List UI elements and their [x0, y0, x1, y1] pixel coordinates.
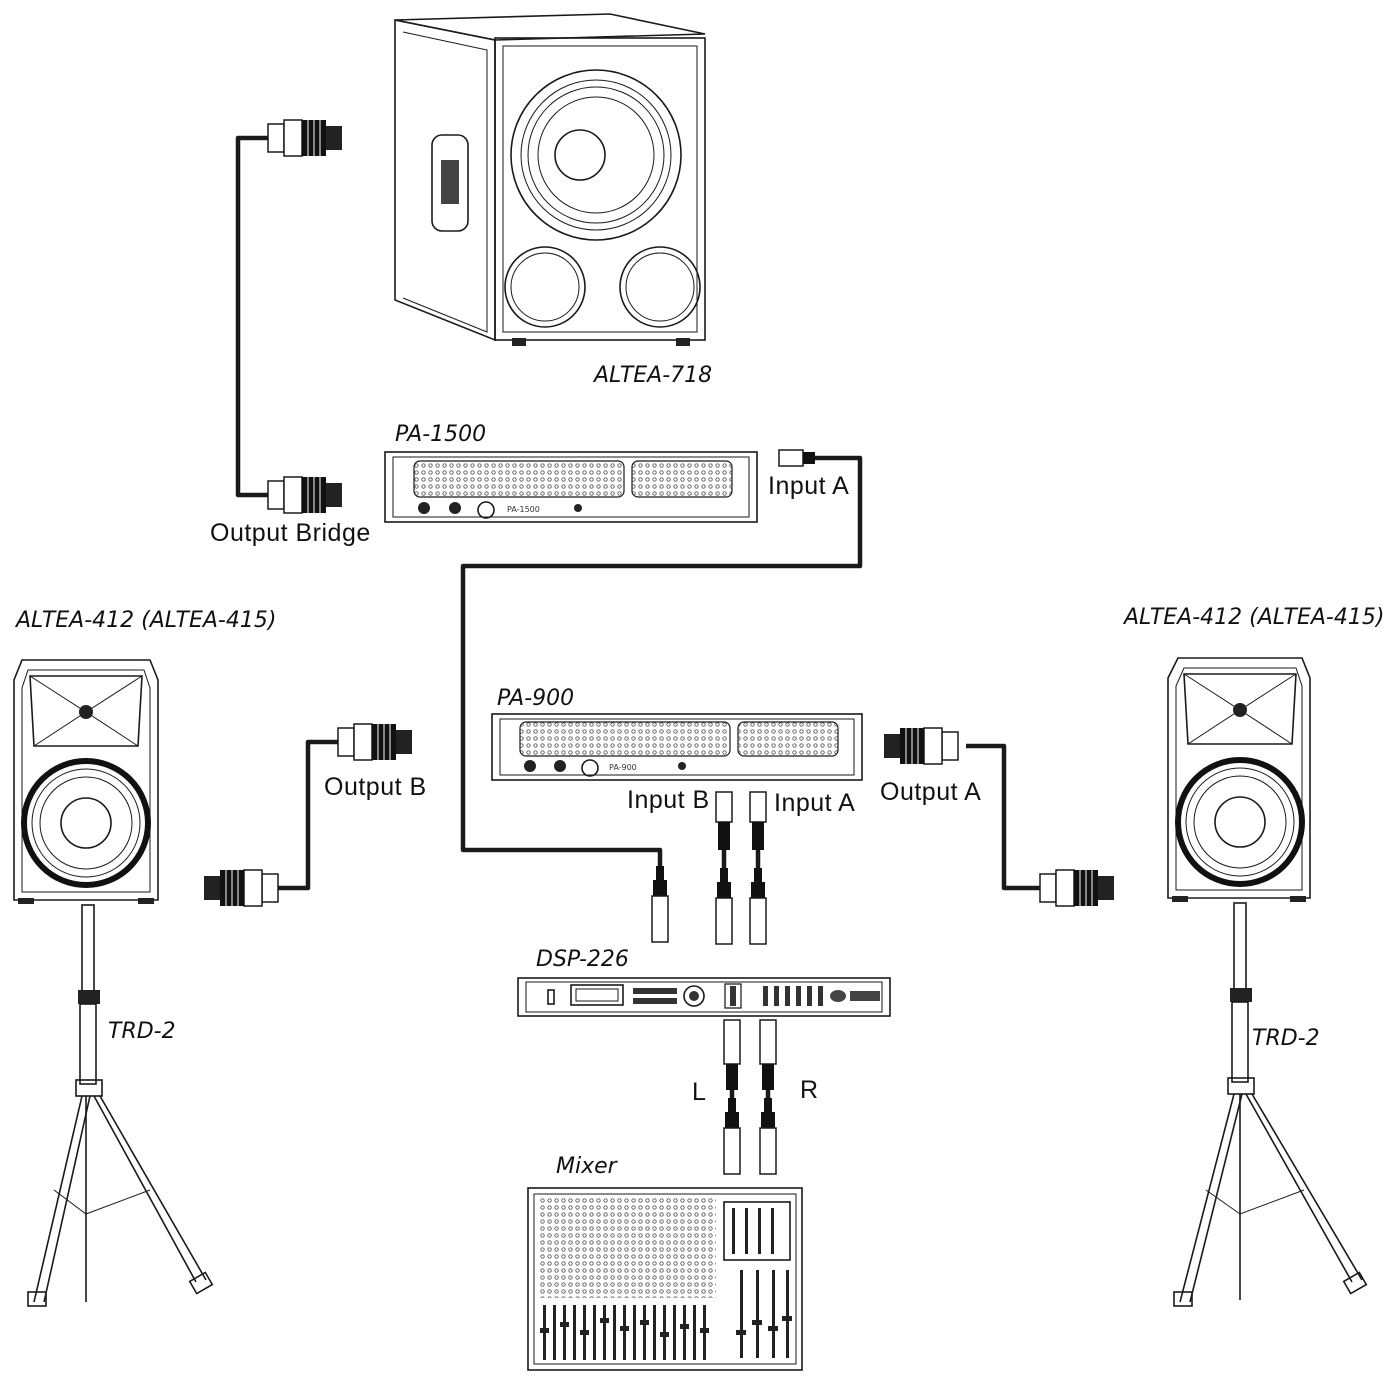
port-output-b: Output B [324, 773, 427, 801]
port-amp-top-input-a: Input A [768, 472, 849, 500]
stand-left [27, 904, 214, 1307]
amp-mid-front-label: PA-900 [609, 763, 637, 772]
mixer-label: Mixer [556, 1154, 619, 1179]
stand-right-label: TRD-2 [1252, 1026, 1320, 1051]
cable-dsp-to-amp-mid [715, 791, 767, 945]
speaker-left-label: ALTEA-412 (ALTEA-415) [14, 608, 276, 633]
amp-top-front-label: PA-1500 [507, 505, 540, 514]
amplifier-pa-900: PA-900 [491, 713, 863, 781]
amp-top-label: PA-1500 [395, 422, 486, 447]
cable-dsp-to-amp-top [460, 449, 863, 943]
speaker-right-label: ALTEA-412 (ALTEA-415) [1122, 605, 1384, 630]
amp-mid-label: PA-900 [497, 686, 574, 711]
speaker-right [1167, 657, 1311, 902]
speaker-left [13, 659, 159, 904]
cable-bridge-to-sub [235, 119, 343, 514]
port-dsp-out-l: L [692, 1078, 706, 1106]
port-output-bridge: Output Bridge [210, 519, 371, 547]
subwoofer-label: ALTEA-718 [592, 363, 712, 388]
cable-output-a-to-right [883, 727, 1115, 907]
mixer-console [527, 1187, 803, 1371]
port-amp-mid-input-b: Input B [627, 786, 710, 814]
port-dsp-out-r: R [800, 1076, 819, 1104]
port-amp-mid-input-a: Input A [774, 789, 855, 817]
stand-right [1173, 902, 1368, 1307]
subwoofer-altea-718 [394, 13, 706, 346]
port-output-a: Output A [880, 778, 981, 806]
dsp-label: DSP-226 [536, 947, 629, 972]
cable-output-b-to-left [203, 723, 413, 907]
amplifier-pa-1500: PA-1500 [384, 451, 758, 523]
dsp-processor [517, 977, 891, 1017]
cable-mixer-to-dsp [723, 1019, 777, 1175]
stand-left-label: TRD-2 [108, 1019, 176, 1044]
